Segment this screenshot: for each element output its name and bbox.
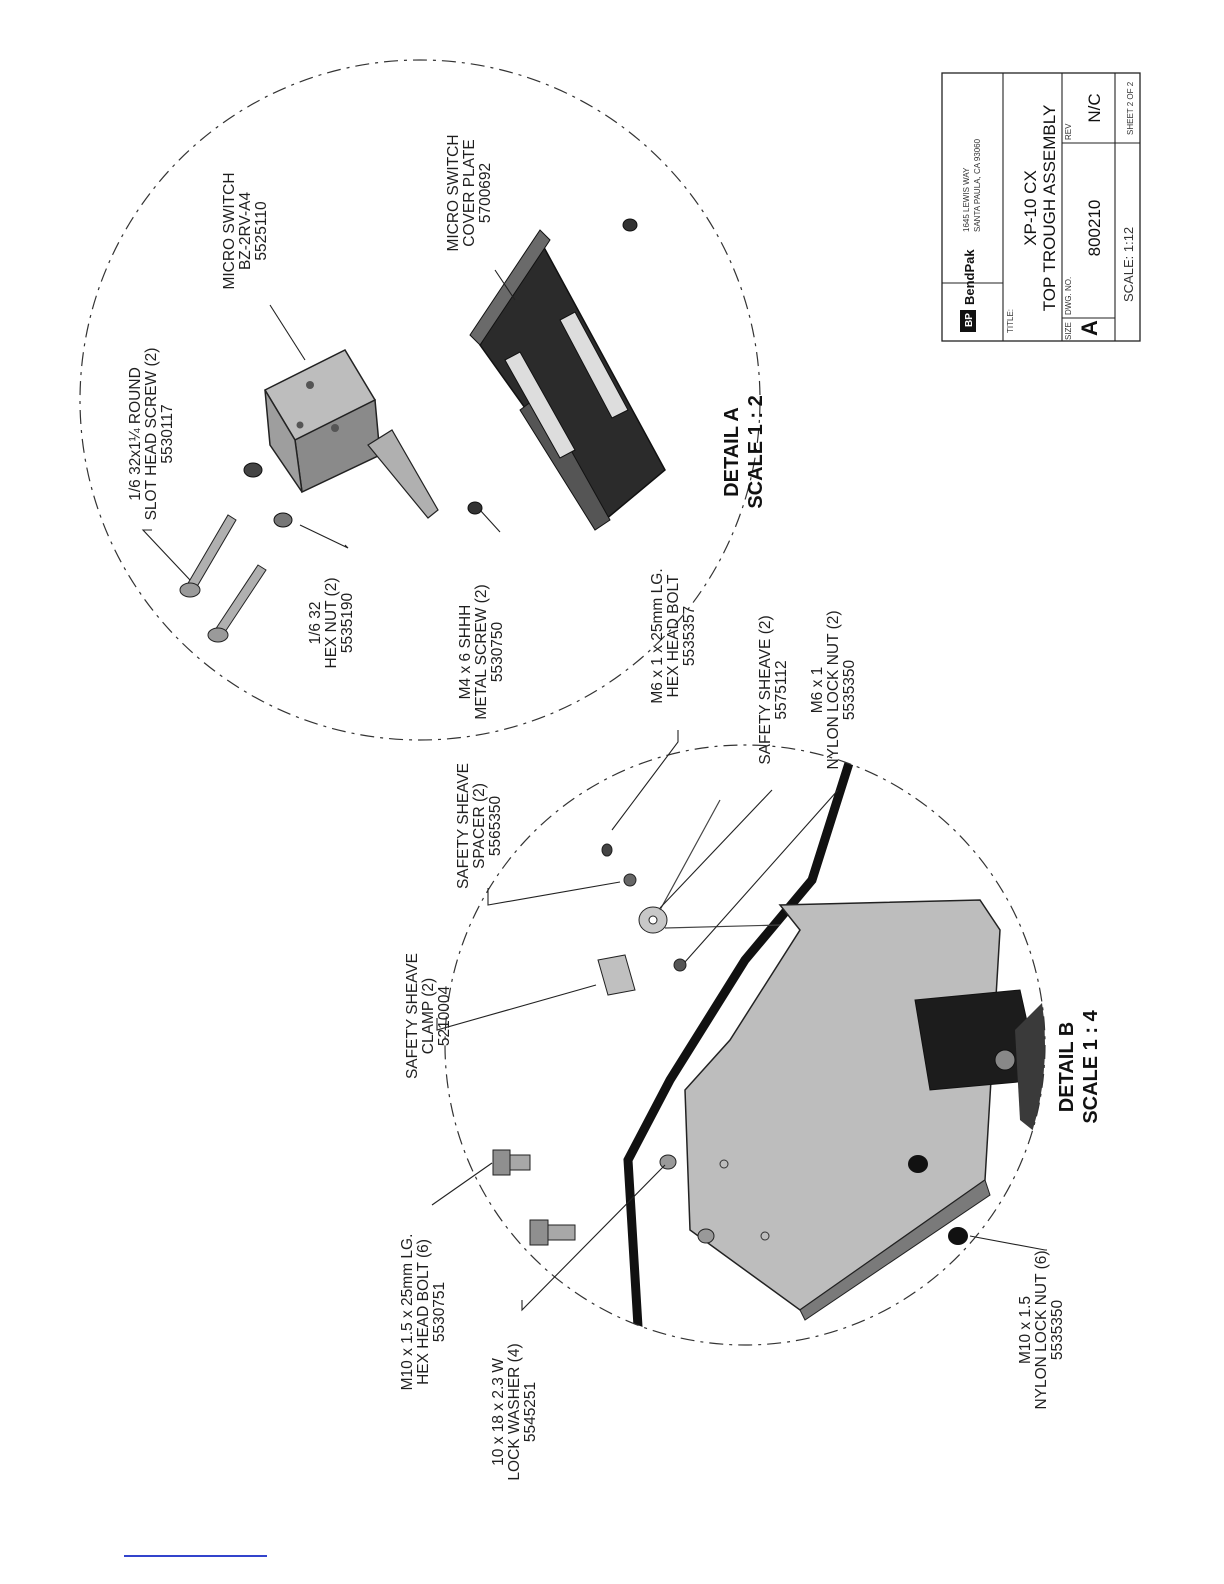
- detail-a-scale: SCALE 1 : 2: [745, 395, 767, 508]
- detail-a-callout-4-line-2: HEX NUT (2): [323, 577, 340, 668]
- detail-b-callout-7-line-3: 5545251: [522, 1382, 539, 1442]
- detail-a-callout-3-line-1: MICRO SWITCH: [445, 134, 462, 251]
- dwg-no-label: DWG. NO.: [1064, 277, 1073, 315]
- detail-b-callout-6: M10 x 1.5 x 25mm LG.HEX HEAD BOLT (6)553…: [399, 1234, 448, 1391]
- detail-a-callout-3-line-2: COVER PLATE: [461, 139, 478, 246]
- cover-plate-part: [469, 229, 666, 531]
- detail-a-callout-5-line-1: M4 x 6 SHHH: [457, 605, 474, 700]
- title-line-1: XP-10 CX: [1021, 170, 1040, 246]
- trough-plate: [684, 899, 1001, 1311]
- sheave-spacer: [623, 873, 637, 887]
- detail-b-callout-2-line-1: SAFETY SHEAVE: [455, 763, 472, 889]
- detail-b-callout-8-line-1: M10 x 1.5: [1017, 1296, 1034, 1364]
- micro-switch-part: [263, 349, 439, 519]
- title-line-2: TOP TROUGH ASSEMBLY: [1040, 105, 1059, 312]
- title-block-address-2: SANTA PAULA, CA 93060: [973, 138, 982, 232]
- rev-label: REV: [1064, 123, 1073, 140]
- detail-a-callout-1-line-3: 5530117: [159, 404, 176, 463]
- detail-b-callout-1-line-3: 5535357: [681, 606, 698, 666]
- m6-bolt: [601, 843, 613, 857]
- detail-a-title: DETAIL A: [721, 407, 743, 497]
- nylon-nut-2: [948, 1227, 968, 1245]
- detail-a-boundary: [79, 59, 761, 741]
- sheet-value: SHEET 2 OF 2: [1126, 81, 1135, 135]
- rev-value: N/C: [1085, 93, 1104, 122]
- detail-b-callout-4-line-1: M6 x 1: [809, 667, 826, 714]
- detail-b-callout-7-line-2: LOCK WASHER (4): [506, 1343, 523, 1480]
- detail-b-scale: SCALE 1 : 4: [1080, 1009, 1102, 1123]
- detail-b-callout-8-line-2: NYLON LOCK NUT (6): [1033, 1250, 1050, 1409]
- nylon-nut-1: [908, 1155, 928, 1173]
- detail-a-callout-2-line-3: 5525110: [253, 201, 270, 261]
- detail-b-boundary: [444, 744, 1046, 1346]
- title-block-address-1: 1645 LEWIS WAY: [962, 167, 971, 232]
- detail-b-callout-1-line-2: HEX HEAD BOLT: [665, 574, 682, 697]
- detail-b-callout-4-line-2: NYLON LOCK NUT (2): [825, 610, 842, 769]
- detail-a-callout-3-line-3: 5700692: [477, 163, 494, 223]
- title-label: TITLE:: [1006, 309, 1015, 333]
- detail-b-callout-6-line-3: 5530751: [431, 1282, 448, 1342]
- lock-washer-2: [697, 1228, 715, 1244]
- detail-b-callout-3-line-1: SAFETY SHEAVE (2): [757, 615, 774, 764]
- hex-nut-1: [243, 462, 263, 478]
- sheave-clamp: [597, 954, 636, 996]
- footer-link-underline[interactable]: [124, 1555, 267, 1557]
- size-label: SIZE: [1064, 322, 1073, 340]
- detail-a-callout-4-line-1: 1/6 32: [307, 601, 324, 644]
- hex-head-bolts: [492, 1149, 576, 1246]
- detail-b-leaders: [431, 730, 1047, 1312]
- detail-b-callout-4-line-3: 5535350: [841, 659, 858, 720]
- detail-b-callout-3: SAFETY SHEAVE (2)5575112: [757, 615, 790, 764]
- detail-b-title: DETAIL B: [1056, 1022, 1078, 1112]
- dwg-no-value: 800210: [1085, 200, 1104, 257]
- size-value: A: [1077, 320, 1102, 336]
- metal-screw: [467, 501, 483, 515]
- detail-a-callout-1-line-2: SLOT HEAD SCREW (2): [143, 348, 160, 521]
- detail-b-callout-2-line-2: SPACER (2): [471, 783, 488, 869]
- metal-screw-2: [622, 218, 638, 232]
- detail-b-callout-5-line-1: SAFETY SHEAVE: [404, 953, 421, 1079]
- detail-a-callout-5-line-3: 5530750: [489, 621, 506, 682]
- detail-b-callout-2-line-3: 5565350: [487, 795, 504, 856]
- scale-value: SCALE: 1:12: [1121, 227, 1136, 302]
- round-head-screws: [179, 514, 267, 643]
- detail-b-callout-3-line-2: 5575112: [773, 660, 790, 719]
- belt-line: [623, 758, 855, 1345]
- detail-b-callout-8-line-3: 5535350: [1049, 1299, 1066, 1360]
- detail-a-callout-1-line-1: 1/6 32x1¼ ROUND: [127, 367, 144, 501]
- detail-a-callout-2-line-1: MICRO SWITCH: [221, 172, 238, 289]
- detail-b-callout-1-line-1: M6 x 1 x 25mm LG.: [649, 568, 666, 703]
- detail-b-callout-5-line-2: CLAMP (2): [420, 978, 437, 1054]
- detail-b-callout-6-line-1: M10 x 1.5 x 25mm LG.: [399, 1234, 416, 1391]
- svg-text:BP: BP: [964, 313, 975, 327]
- detail-a-callout-5-line-2: METAL SCREW (2): [473, 584, 490, 719]
- title-block: BP BendPak 1645 LEWIS WAY SANTA PAULA, C…: [941, 72, 1141, 342]
- bendpak-logo: BP: [960, 310, 976, 332]
- detail-a-callout-2-line-2: BZ-2RV-A4: [237, 192, 254, 270]
- title-block-logo: BendPak: [962, 249, 977, 305]
- detail-a-callout-4-line-3: 5535190: [339, 592, 356, 653]
- detail-b-callout-7-line-1: 10 x 18 x 2.3 W: [490, 1358, 507, 1466]
- detail-a-leaders: [141, 269, 516, 581]
- detail-b-callout-5-line-3: 5210004: [436, 985, 453, 1046]
- m6-nut: [673, 958, 687, 972]
- hex-nut-2: [273, 512, 293, 528]
- detail-b-callout-6-line-2: HEX HEAD BOLT (6): [415, 1239, 432, 1385]
